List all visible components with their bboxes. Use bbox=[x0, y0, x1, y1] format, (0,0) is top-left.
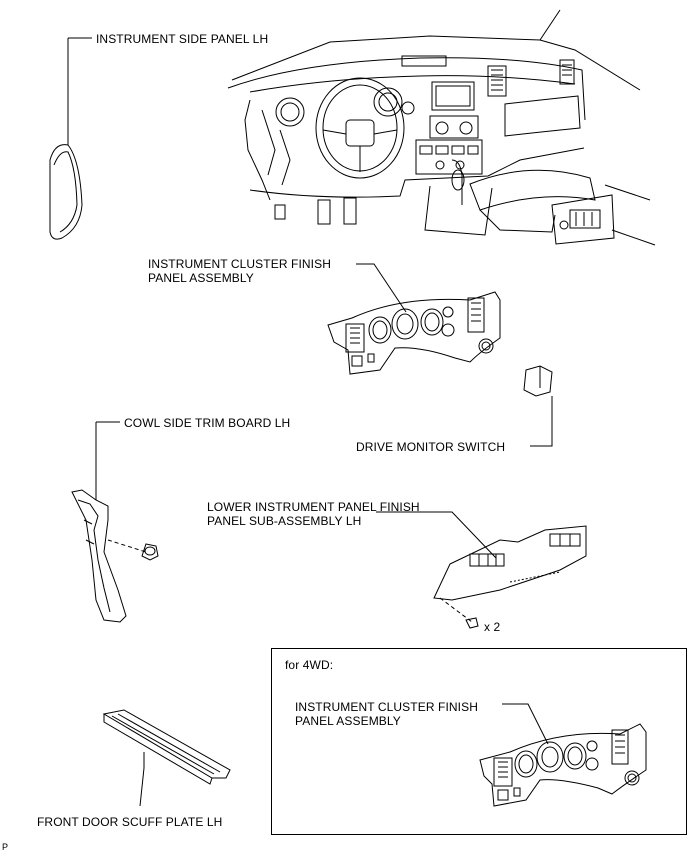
label-instrument-side-panel: INSTRUMENT SIDE PANEL LH bbox=[96, 32, 269, 46]
label-cowl-side-trim: COWL SIDE TRIM BOARD LH bbox=[124, 416, 291, 430]
4wd-inset-box bbox=[271, 648, 687, 835]
label-drive-monitor-switch: DRIVE MONITOR SWITCH bbox=[356, 440, 506, 454]
label-lower-panel-line2: PANEL SUB-ASSEMBLY LH bbox=[207, 514, 362, 528]
label-scuff-plate: FRONT DOOR SCUFF PLATE LH bbox=[37, 815, 223, 829]
label-inset-title: for 4WD: bbox=[285, 658, 334, 672]
inset-cluster-panel-part bbox=[479, 703, 647, 807]
label-inset-cluster-line1: INSTRUMENT CLUSTER FINISH bbox=[295, 700, 478, 714]
lower-panel-finish-part bbox=[376, 511, 587, 629]
corner-code: P bbox=[2, 842, 9, 852]
label-cluster-finish-line2: PANEL ASSEMBLY bbox=[148, 271, 254, 285]
label-lower-panel-line1: LOWER INSTRUMENT PANEL FINISH bbox=[207, 500, 420, 514]
instrument-side-panel-part bbox=[49, 37, 92, 240]
drive-monitor-switch-part bbox=[523, 365, 553, 447]
label-cluster-finish-line1: INSTRUMENT CLUSTER FINISH bbox=[148, 257, 331, 271]
cluster-finish-panel-part bbox=[327, 263, 501, 375]
cowl-side-trim-part bbox=[71, 421, 159, 623]
dashboard-illustration bbox=[227, 9, 656, 246]
label-inset-cluster-line2: PANEL ASSEMBLY bbox=[295, 714, 401, 728]
scuff-plate-part bbox=[102, 709, 231, 807]
label-screw-quantity: x 2 bbox=[484, 620, 501, 634]
